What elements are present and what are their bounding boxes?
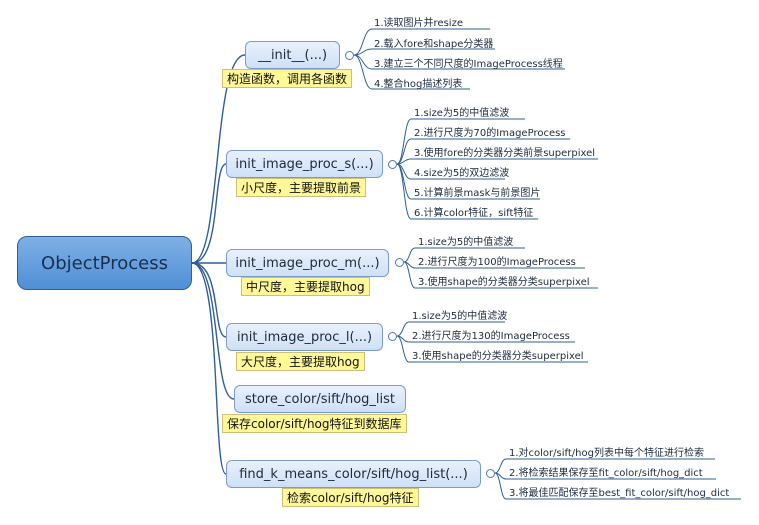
list-item[interactable]: 3.使用shape的分类器分类superpixel	[412, 351, 584, 362]
method-node-image-proc-l[interactable]: init_image_proc_l(...)	[226, 323, 383, 351]
method-note-init: 构造函数，调用各函数	[222, 69, 353, 88]
collapse-toggle-icon[interactable]	[395, 258, 404, 267]
list-item[interactable]: 1.size为5的中值滤波	[418, 237, 514, 248]
method-note-find-k-means: 检索color/sift/hog特征	[282, 488, 419, 507]
list-item[interactable]: 6.计算color特征，sift特征	[414, 208, 534, 219]
list-item[interactable]: 3.使用shape的分类器分类superpixel	[418, 277, 590, 288]
list-item[interactable]: 3.将最佳匹配保存至best_fit_color/sift/hog_dict	[509, 488, 730, 499]
method-node-image-proc-s[interactable]: init_image_proc_s(...)	[226, 150, 383, 178]
list-item[interactable]: 1.读取图片并resize	[374, 18, 463, 29]
list-item[interactable]: 1.size为5的中值滤波	[412, 311, 508, 322]
collapse-toggle-icon[interactable]	[388, 160, 397, 169]
list-item[interactable]: 1.size为5的中值滤波	[414, 108, 510, 119]
method-note-store-list: 保存color/sift/hog特征到数据库	[222, 414, 407, 433]
collapse-toggle-icon[interactable]	[486, 469, 495, 478]
method-node-init[interactable]: __init__(...)	[245, 41, 340, 69]
list-item[interactable]: 2.进行尺度为130的ImageProcess	[412, 331, 570, 342]
method-node-find-k-means[interactable]: find_k_means_color/sift/hog_list(...)	[226, 460, 481, 488]
collapse-toggle-icon[interactable]	[388, 332, 397, 341]
method-note-image-proc-m: 中尺度，主要提取hog	[241, 277, 370, 296]
method-node-image-proc-m[interactable]: init_image_proc_m(...)	[226, 249, 389, 277]
collapse-toggle-icon[interactable]	[345, 51, 354, 60]
list-item[interactable]: 4.size为5的双边滤波	[414, 168, 510, 179]
list-item[interactable]: 2.将检索结果保存至fit_color/sift/hog_dict	[509, 468, 703, 479]
list-item[interactable]: 3.建立三个不同尺度的ImageProcess线程	[374, 59, 563, 70]
list-item[interactable]: 2.进行尺度为70的ImageProcess	[414, 128, 566, 139]
list-item[interactable]: 4.整合hog描述列表	[374, 79, 463, 90]
list-item[interactable]: 2.进行尺度为100的ImageProcess	[418, 257, 576, 268]
root-node[interactable]: ObjectProcess	[17, 236, 192, 290]
list-item[interactable]: 1.对color/sift/hog列表中每个特征进行检索	[509, 448, 704, 459]
list-item[interactable]: 2.载入fore和shape分类器	[374, 39, 494, 50]
list-item[interactable]: 5.计算前景mask与前景图片	[414, 188, 541, 199]
method-note-image-proc-s: 小尺度，主要提取前景	[236, 178, 367, 197]
method-node-store-list[interactable]: store_color/sift/hog_list	[234, 385, 406, 413]
list-item[interactable]: 3.使用fore的分类器分类前景superpixel	[414, 148, 596, 159]
method-note-image-proc-l: 大尺度，主要提取hog	[236, 352, 365, 371]
